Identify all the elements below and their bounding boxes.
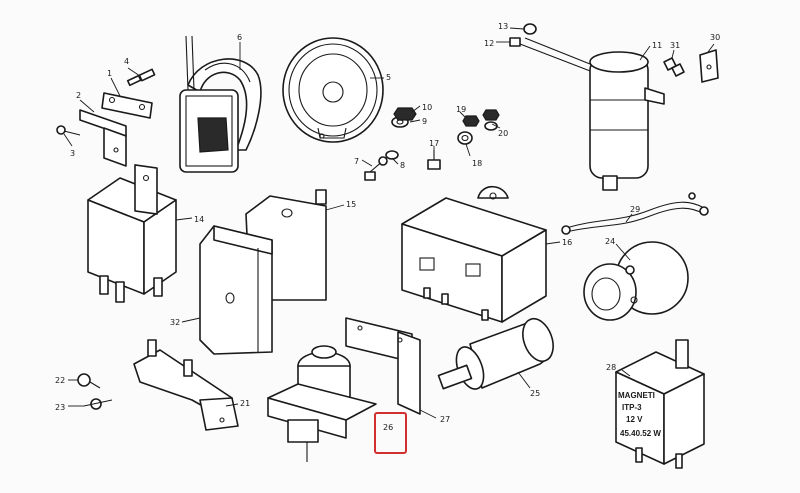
callout-22: 22: [55, 376, 65, 385]
callout-3: 3: [70, 149, 75, 158]
callout-13: 13: [498, 22, 508, 31]
part-13-washer: [523, 23, 537, 35]
part-14-relay: [87, 164, 177, 303]
part-1-bracket: [101, 92, 153, 119]
callout-17: 17: [429, 139, 439, 148]
callout-26: 26: [383, 423, 393, 432]
callout-32: 32: [170, 318, 180, 327]
callout-30: 30: [710, 33, 720, 42]
callout-6: 6: [237, 33, 242, 42]
part-3-bolt: [56, 125, 81, 136]
callout-29: 29: [630, 205, 640, 214]
callout-1: 1: [107, 69, 112, 78]
highlight-box: [374, 412, 407, 454]
callout-20: 20: [498, 129, 508, 138]
leader-lines: [63, 27, 715, 419]
part-32-cover: [199, 225, 273, 355]
part-29-lead: [561, 192, 709, 235]
callout-24: 24: [605, 237, 615, 246]
callout-4: 4: [124, 57, 129, 66]
part-11-ignition-coil: [519, 37, 665, 191]
callout-16: 16: [562, 238, 572, 247]
part-12-screw: [509, 37, 521, 47]
part-26-relay-unit: [267, 345, 377, 462]
callout-18: 18: [472, 159, 482, 168]
callout-numbers: 1 2 3 4 5 6 7 8 9 10 11 12 13 14 15 16 1…: [55, 22, 720, 432]
part-24-socket: [583, 241, 689, 321]
callout-8: 8: [400, 161, 405, 170]
callout-5: 5: [386, 73, 391, 82]
callout-12: 12: [484, 39, 494, 48]
callout-23: 23: [55, 403, 65, 412]
part-31-terminals: [663, 57, 685, 77]
callout-2: 2: [76, 91, 81, 100]
part-20-nut: [482, 109, 500, 131]
part-4-bolts: [126, 68, 156, 87]
callout-14: 14: [194, 215, 204, 224]
part-23-bolt: [83, 398, 113, 410]
relay-label-line3: 12 V: [626, 415, 643, 424]
part-25-solenoid: [437, 317, 554, 390]
part-19-nut: [462, 115, 480, 127]
callout-10: 10: [422, 103, 432, 112]
relay-label-line4: 45.40.52 W: [620, 429, 661, 438]
callout-7: 7: [354, 157, 359, 166]
part-27-bracket: [345, 317, 421, 415]
part-18-washer: [457, 131, 473, 145]
callout-25: 25: [530, 389, 540, 398]
part-6-horn: [179, 35, 262, 173]
part-2-angle-bracket: [79, 109, 127, 167]
callout-9: 9: [422, 117, 427, 126]
callout-28: 28: [606, 363, 616, 372]
callout-15: 15: [346, 200, 356, 209]
callout-31: 31: [670, 41, 680, 50]
callout-27: 27: [440, 415, 450, 424]
callout-19: 19: [456, 105, 466, 114]
relay-label-line1: MAGNETI: [618, 391, 655, 400]
part-10-nut: [393, 107, 417, 121]
part-30-clip: [699, 49, 719, 83]
callout-11: 11: [652, 41, 662, 50]
relay-label-line2: ITP-3: [622, 403, 642, 412]
part-7-screw: [364, 156, 388, 181]
part-8-washer: [385, 150, 399, 160]
part-5-disc-horn: [282, 37, 384, 143]
part-22-knob: [77, 373, 101, 389]
callout-21: 21: [240, 399, 250, 408]
part-28-labeled-relay: MAGNETI ITP-3 12 V 45.40.52 W: [615, 339, 705, 469]
part-16-control-box: [401, 185, 547, 323]
